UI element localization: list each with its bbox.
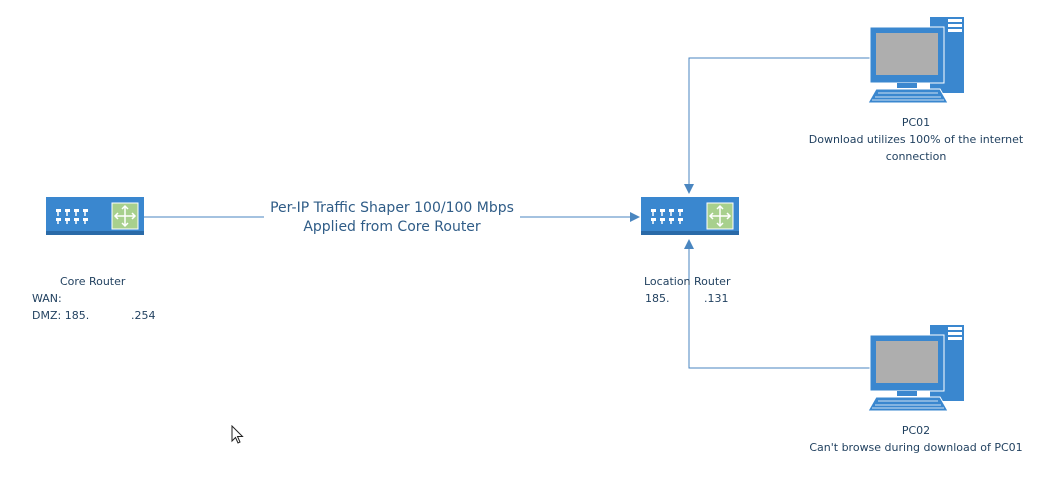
pc01-workstation-icon[interactable] — [867, 16, 965, 104]
mouse-pointer-icon — [231, 425, 244, 444]
core-router-name: Core Router — [60, 275, 126, 288]
location-router-icon[interactable] — [640, 196, 740, 236]
pc01-to-location-connector — [684, 57, 872, 194]
traffic-shaper-label: Per-IP Traffic Shaper 100/100 Mbps Appli… — [264, 199, 520, 237]
pc01-label: PC01 Download utilizes 100% of the inter… — [796, 114, 1036, 165]
core-router-icon[interactable] — [45, 196, 145, 236]
core-router-wan: WAN: — [32, 292, 62, 305]
traffic-shaper-label-line1: Per-IP Traffic Shaper 100/100 Mbps — [270, 200, 514, 216]
pc01-desc-line2: connection — [885, 150, 947, 163]
pc02-label: PC02 Can't browse during download of PC0… — [796, 422, 1036, 456]
pc01-desc-line1: Download utilizes 100% of the internet — [808, 133, 1024, 146]
core-router-dmz-suffix: .254 — [131, 309, 156, 322]
pc02-to-location-connector — [684, 239, 872, 369]
location-router-ip-suffix: .131 — [704, 292, 729, 305]
pc02-desc-line1: Can't browse during download of PC01 — [809, 441, 1023, 454]
location-router-name: Location Router — [644, 275, 731, 288]
location-router-ip-prefix: 185. — [645, 292, 670, 305]
pc01-name: PC01 — [901, 116, 931, 129]
pc02-name: PC02 — [901, 424, 931, 437]
core-router-dmz-prefix: DMZ: 185. — [32, 309, 90, 322]
pc02-workstation-icon[interactable] — [867, 324, 965, 412]
traffic-shaper-label-line2: Applied from Core Router — [303, 219, 481, 235]
